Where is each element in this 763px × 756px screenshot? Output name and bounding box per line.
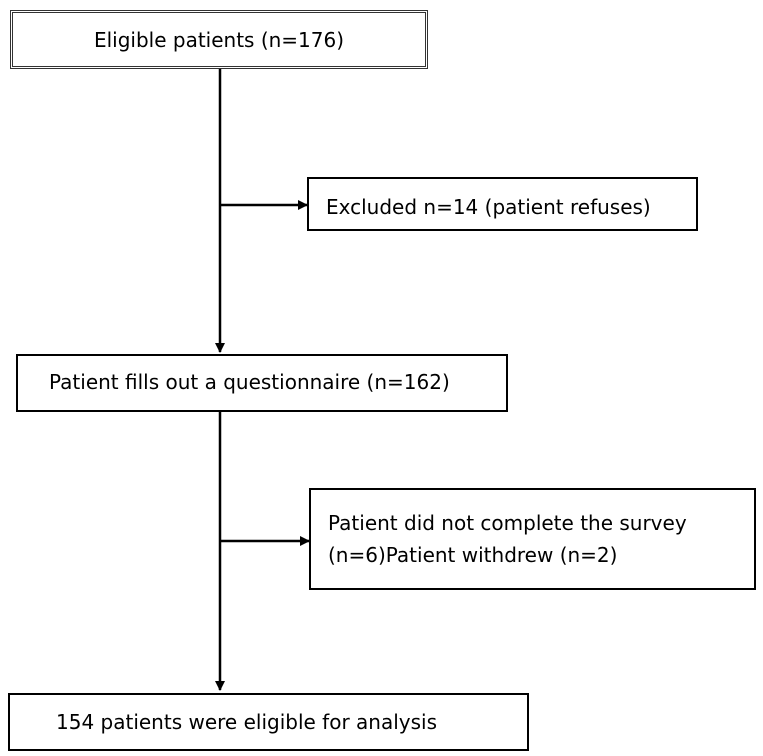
- incomplete-label-line1: Patient did not complete the survey: [328, 511, 687, 535]
- excluded-label: Excluded n=14 (patient refuses): [326, 195, 651, 219]
- excluded-box: Excluded n=14 (patient refuses): [307, 177, 698, 231]
- eligible-patients-label: Eligible patients (n=176): [93, 28, 345, 52]
- analysis-box: 154 patients were eligible for analysis: [8, 693, 529, 751]
- questionnaire-box: Patient fills out a questionnaire (n=162…: [16, 354, 508, 412]
- incomplete-label-line2: (n=6)Patient withdrew (n=2): [328, 543, 618, 567]
- analysis-label: 154 patients were eligible for analysis: [56, 710, 438, 734]
- eligible-patients-box: Eligible patients (n=176): [10, 10, 428, 69]
- questionnaire-label: Patient fills out a questionnaire (n=162…: [49, 370, 450, 394]
- incomplete-box: Patient did not complete the survey (n=6…: [309, 488, 756, 590]
